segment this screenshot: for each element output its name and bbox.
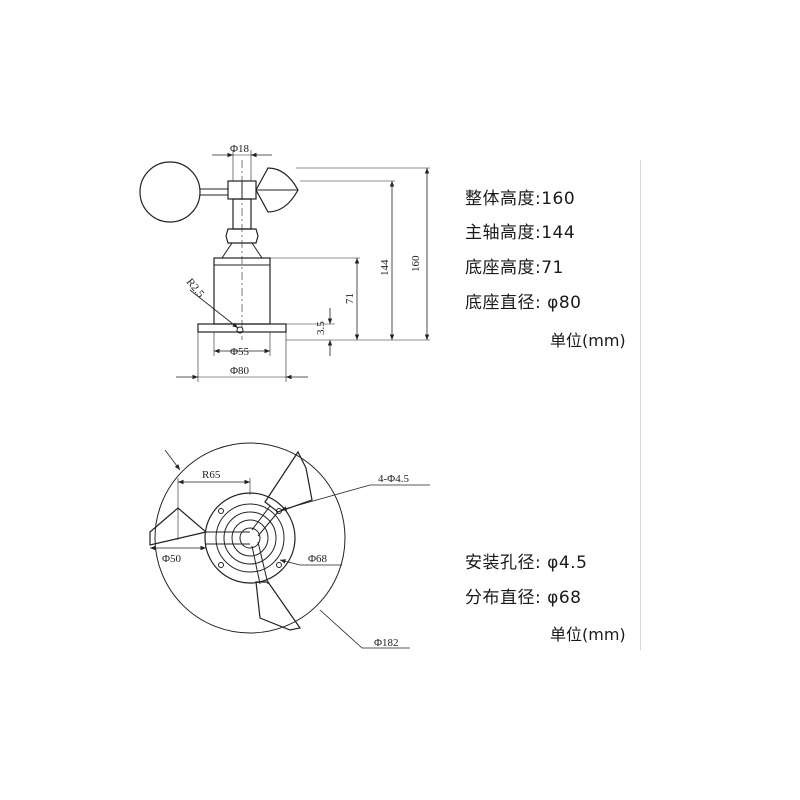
mount-hole — [218, 508, 224, 514]
dim-flange-height: 3.5 — [315, 321, 327, 335]
spec-distribution-dia: 分布直径: φ68 — [465, 588, 582, 608]
spec-label: 整体高度 — [465, 189, 535, 209]
dim-shaft-dia: Φ18 — [230, 143, 250, 155]
dim-inner-dia: Φ55 — [230, 346, 250, 358]
dim-sweep-dia: Φ182 — [374, 637, 399, 649]
spec-value: 160 — [541, 189, 576, 209]
wind-cup — [139, 161, 201, 223]
unit-label-top: 单位(mm) — [550, 331, 626, 350]
spec-value: φ80 — [547, 293, 582, 313]
collar — [225, 228, 259, 244]
spec-total-height: 整体高度:160 — [465, 189, 576, 209]
separator-line — [640, 160, 641, 650]
spec-label: 底座高度 — [465, 258, 535, 278]
spec-hole-dia: 安装孔径: φ4.5 — [465, 553, 588, 573]
base-outer-circle — [204, 492, 296, 584]
spec-shaft-height: 主轴高度:144 — [465, 223, 576, 243]
mount-hole — [276, 562, 282, 568]
dim-holes: 4-Φ4.5 — [378, 473, 409, 485]
sweep-circle — [154, 442, 346, 634]
spec-value: φ68 — [547, 588, 582, 608]
spec-label: 主轴高度 — [465, 223, 535, 243]
dim-shaft-height: 144 — [379, 259, 391, 276]
spec-label: 分布直径 — [465, 588, 535, 608]
spec-base-height: 底座高度:71 — [465, 258, 564, 278]
spec-value: 144 — [541, 223, 576, 243]
cup-upper-right — [264, 450, 313, 513]
dim-base-height: 71 — [344, 293, 356, 304]
top-view — [149, 442, 430, 649]
dim-base-dia: Φ80 — [230, 365, 250, 377]
unit-label-bottom: 单位(mm) — [550, 625, 626, 644]
cup-lower-right — [255, 581, 302, 631]
spec-value: φ4.5 — [547, 553, 588, 573]
dim-cup-dia: Φ50 — [162, 553, 182, 565]
dim-hole-circle: Φ68 — [308, 553, 328, 565]
mount-hole — [218, 562, 224, 568]
spec-value: 71 — [541, 258, 564, 278]
spec-label: 安装孔径 — [465, 553, 535, 573]
side-view — [139, 150, 430, 382]
spec-label: 底座直径 — [465, 293, 535, 313]
dim-radius: R2.5 — [184, 276, 207, 300]
spec-base-dia: 底座直径: φ80 — [465, 293, 582, 313]
dim-arm-radius: R65 — [202, 469, 221, 481]
dim-total-height: 160 — [410, 255, 422, 272]
